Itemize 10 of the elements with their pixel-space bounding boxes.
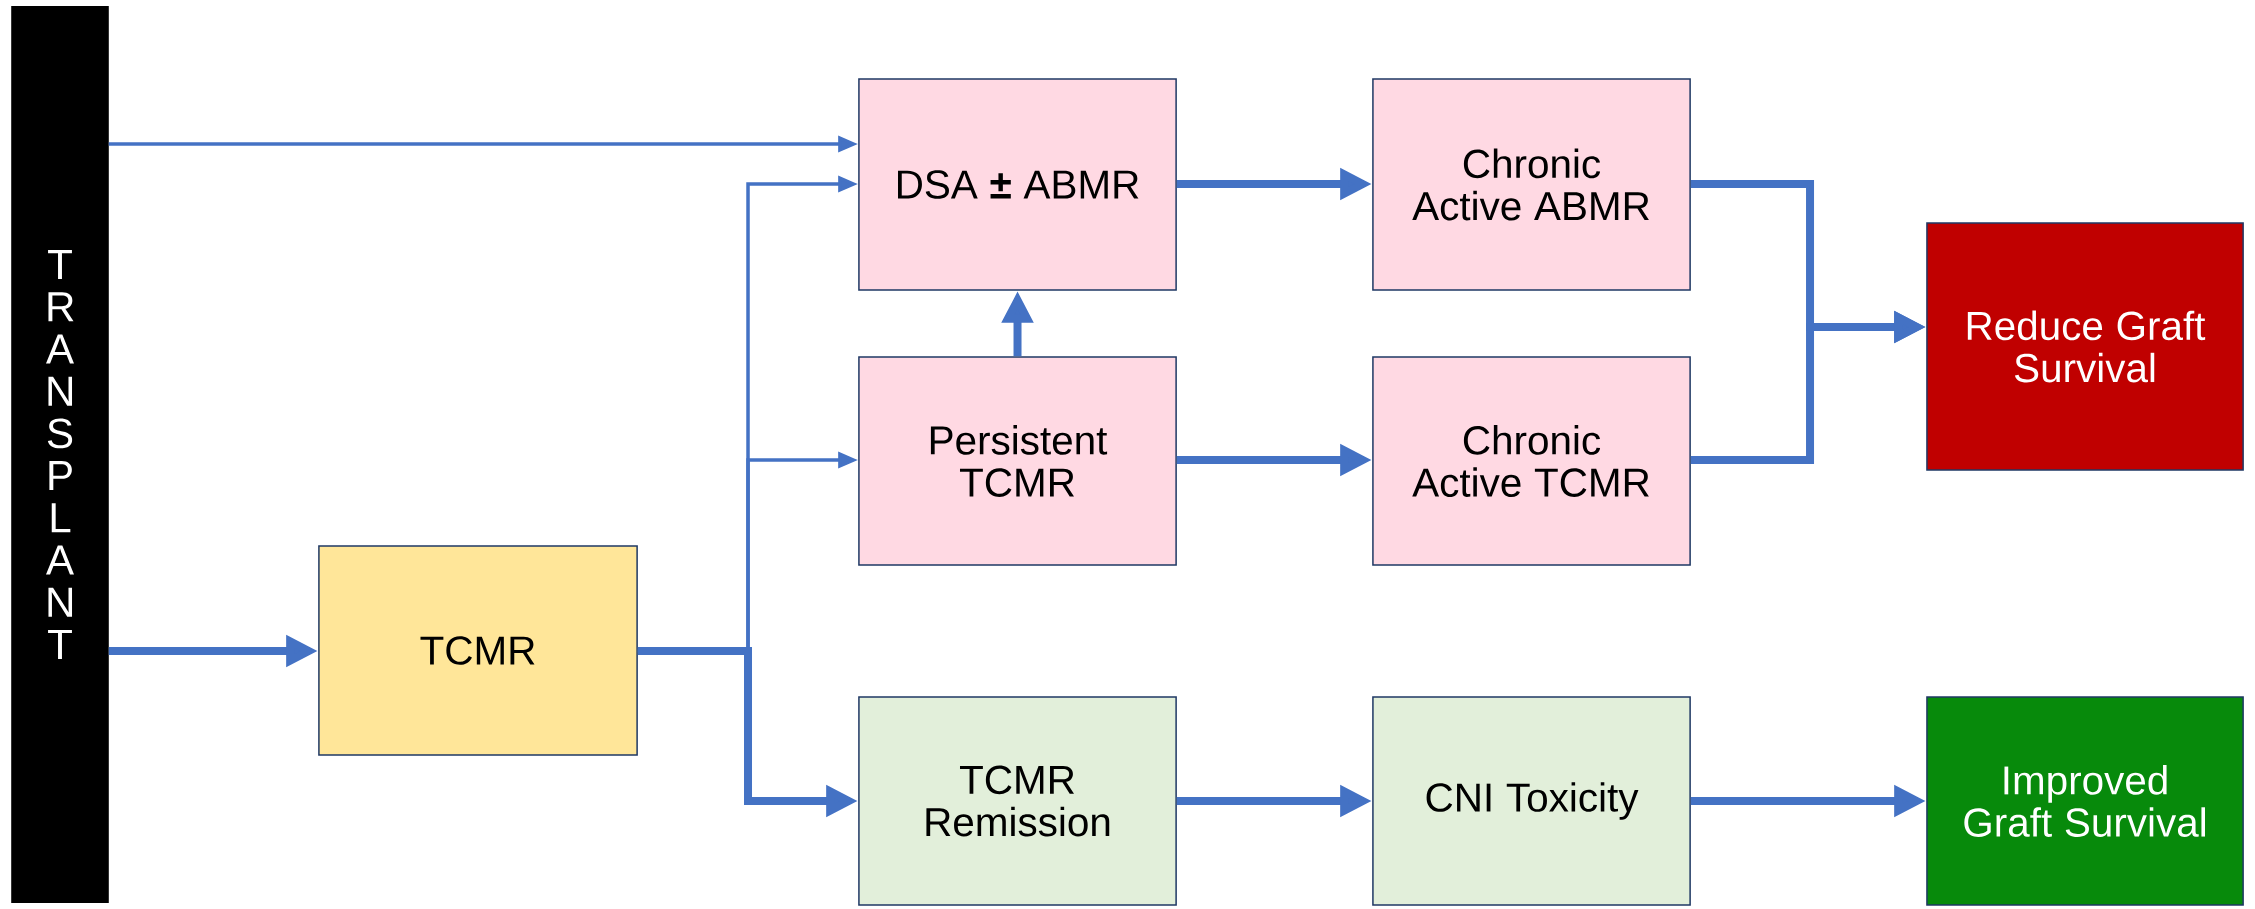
transplant-bar: T R A N S P L A N T	[11, 6, 109, 903]
process-box: CNI Toxicity	[1372, 696, 1691, 906]
process-box: DSA ± ABMR	[858, 78, 1177, 291]
process-box: Persistent TCMR	[858, 356, 1177, 566]
outcome-box: Improved Graft Survival	[1926, 696, 2244, 906]
process-box: Chronic Active TCMR	[1372, 356, 1691, 566]
process-box: TCMR	[318, 545, 638, 756]
outcome-box: Reduce Graft Survival	[1926, 222, 2244, 471]
process-box: TCMR Remission	[858, 696, 1177, 906]
process-box: Chronic Active ABMR	[1372, 78, 1691, 291]
